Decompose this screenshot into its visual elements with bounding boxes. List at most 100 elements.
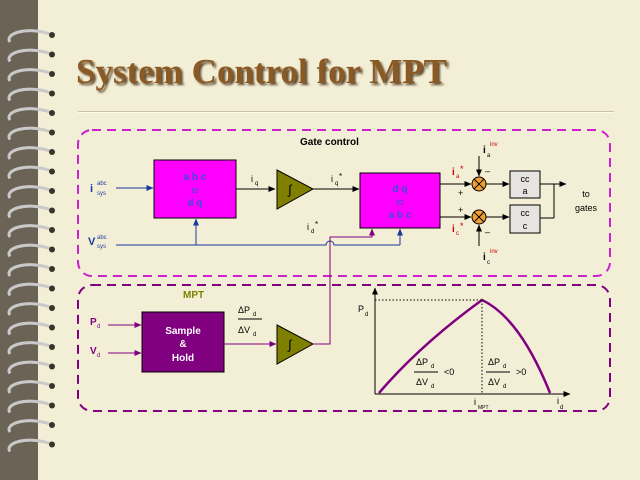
binding-hole bbox=[49, 207, 55, 214]
dq-to-abc-line3: a b c bbox=[389, 210, 412, 221]
svg-text:i: i bbox=[331, 174, 333, 184]
spiral-ring bbox=[7, 399, 51, 414]
binding-hole bbox=[49, 227, 55, 233]
input-v-abc-sys: V abc sys bbox=[88, 235, 107, 250]
pv-curve-plot: P d i d i MPT ΔP d ΔV d <0 ΔP d bbox=[358, 287, 571, 411]
ia-inv-label: i a inv bbox=[483, 142, 498, 159]
svg-text:*: * bbox=[460, 221, 464, 231]
binding-hole bbox=[49, 168, 55, 175]
svg-text:d: d bbox=[431, 384, 434, 390]
pv-y-label: P d bbox=[358, 304, 368, 318]
spiral-ring bbox=[7, 68, 51, 82]
binding-hole bbox=[49, 285, 55, 292]
svg-text:q: q bbox=[335, 181, 338, 187]
svg-text:MPT: MPT bbox=[478, 405, 489, 411]
dq-to-abc-line2: to bbox=[396, 197, 404, 207]
sample-hold-line1: Sample bbox=[165, 326, 201, 337]
svg-text:<0: <0 bbox=[444, 367, 454, 377]
spiral-ring bbox=[7, 438, 51, 453]
svg-text:i: i bbox=[90, 183, 93, 195]
spiral-rings bbox=[7, 29, 55, 453]
binding-hole bbox=[49, 324, 55, 331]
svg-text:d: d bbox=[311, 229, 314, 235]
spiral-ring bbox=[7, 185, 51, 199]
gate-control-title: Gate control bbox=[300, 137, 359, 148]
binding-hole bbox=[49, 110, 55, 116]
dq-to-abc-line1: d q bbox=[393, 184, 408, 195]
spiral-ring bbox=[7, 165, 51, 180]
svg-text:*: * bbox=[460, 164, 464, 174]
cc-a-line2: a bbox=[522, 186, 527, 196]
ia-star-label: i a * bbox=[452, 164, 464, 180]
pv-impt-label: i MPT bbox=[474, 397, 489, 411]
sum-c-plus: + bbox=[458, 205, 463, 215]
iq-star-label: i q * bbox=[331, 172, 342, 187]
binding-hole bbox=[49, 422, 55, 428]
svg-text:abc: abc bbox=[97, 181, 107, 187]
svg-text:d: d bbox=[97, 353, 100, 359]
summing-junction-c bbox=[471, 209, 487, 225]
svg-text:i: i bbox=[452, 167, 455, 178]
svg-text:sys: sys bbox=[97, 244, 106, 250]
dq-to-abc-block bbox=[359, 172, 441, 229]
cc-a-line1: cc bbox=[521, 174, 531, 184]
binding-hole bbox=[49, 51, 55, 58]
svg-text:P: P bbox=[90, 317, 97, 328]
to-gates-line2: gates bbox=[575, 203, 598, 213]
spiral-ring bbox=[7, 419, 51, 433]
spiral-ring bbox=[7, 146, 51, 160]
binding-hole bbox=[49, 266, 55, 272]
binding-hole bbox=[49, 90, 55, 97]
spiral-ring bbox=[7, 302, 51, 316]
binding-hole bbox=[49, 441, 55, 448]
wire-v-bus bbox=[116, 240, 400, 246]
input-i-abc-sys: i abc sys bbox=[90, 181, 107, 197]
svg-text:i: i bbox=[307, 222, 309, 232]
svg-text:d: d bbox=[503, 364, 506, 370]
wire-id-star bbox=[313, 228, 375, 345]
spiral-ring bbox=[7, 48, 51, 63]
svg-text:d: d bbox=[503, 384, 506, 390]
abc-to-dq-line2: to bbox=[191, 185, 199, 195]
spiral-ring bbox=[7, 243, 51, 258]
mpt-title: MPT bbox=[183, 290, 204, 301]
binding-hole bbox=[49, 129, 55, 136]
svg-text:d: d bbox=[253, 332, 256, 338]
svg-text:inv: inv bbox=[490, 142, 498, 148]
svg-text:i: i bbox=[483, 145, 486, 156]
svg-text:ΔP: ΔP bbox=[416, 357, 428, 367]
spiral-ring bbox=[7, 224, 51, 238]
svg-text:ΔP: ΔP bbox=[488, 357, 500, 367]
ic-star-label: i c * bbox=[452, 221, 464, 237]
sample-hold-block bbox=[141, 311, 225, 373]
svg-text:>0: >0 bbox=[516, 367, 526, 377]
input-pd: P d bbox=[90, 317, 100, 330]
svg-text:ΔP: ΔP bbox=[238, 305, 250, 315]
current-controller-c bbox=[509, 204, 541, 234]
svg-text:i: i bbox=[452, 224, 455, 235]
binding-hole bbox=[49, 188, 55, 194]
svg-text:i: i bbox=[483, 252, 486, 263]
abc-to-dq-line1: a b c bbox=[184, 172, 207, 183]
spiral-ring bbox=[7, 107, 51, 121]
svg-text:abc: abc bbox=[97, 235, 107, 241]
slide-title: System Control for MPT bbox=[76, 52, 448, 91]
sample-hold-line3: Hold bbox=[172, 353, 194, 364]
title-divider bbox=[78, 111, 614, 113]
svg-text:i: i bbox=[474, 397, 476, 407]
svg-text:inv: inv bbox=[490, 249, 498, 255]
svg-text:d: d bbox=[431, 364, 434, 370]
integrator-iq bbox=[276, 169, 315, 210]
svg-text:sys: sys bbox=[97, 191, 106, 197]
svg-text:*: * bbox=[315, 220, 318, 229]
integrator-mpt-symbol: ∫ bbox=[287, 337, 293, 352]
svg-text:i: i bbox=[557, 396, 559, 406]
integrator-iq-symbol: ∫ bbox=[287, 182, 293, 197]
spiral-ring bbox=[7, 360, 51, 375]
pv-x-label: i d bbox=[557, 396, 563, 411]
sum-a-minus: – bbox=[485, 166, 490, 176]
mpt-ratio: ΔP d ΔV d bbox=[238, 305, 262, 338]
spiral-ring bbox=[7, 87, 51, 102]
spiral-ring bbox=[7, 282, 51, 297]
